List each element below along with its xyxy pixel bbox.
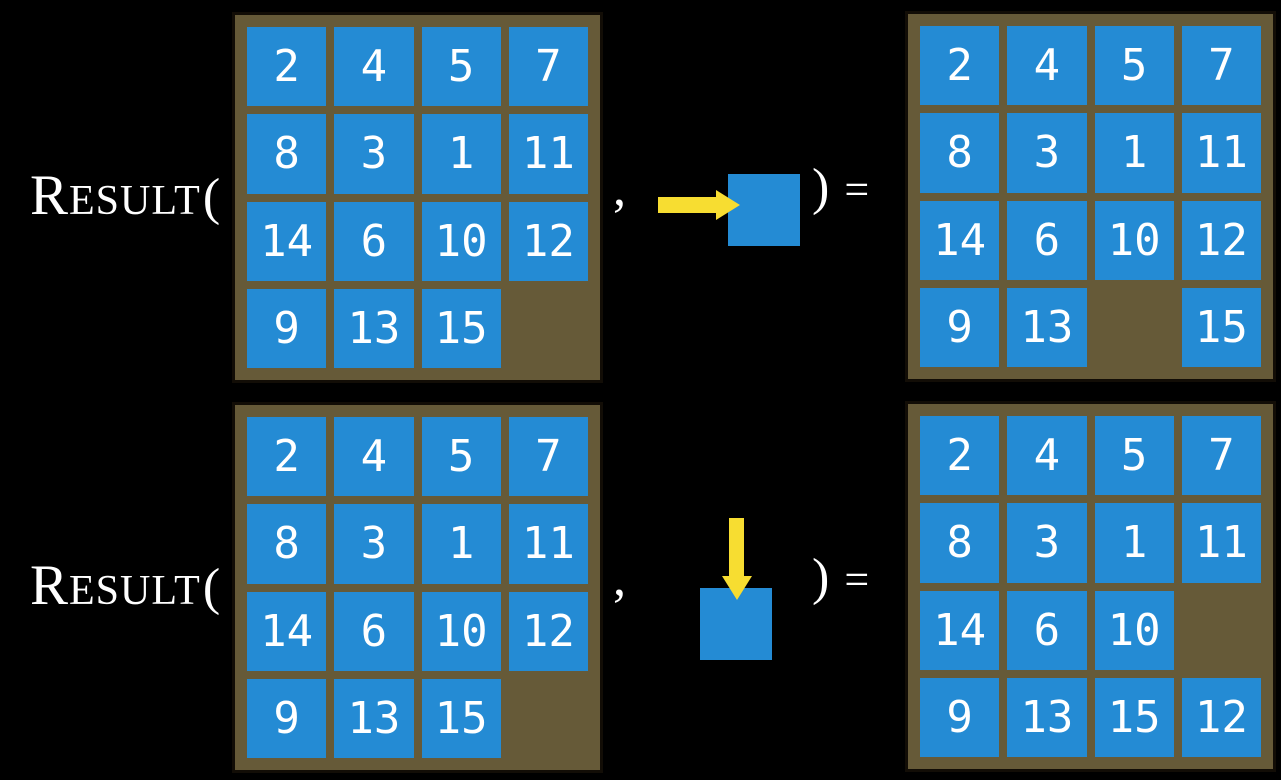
puzzle-tile-7: 7 — [508, 27, 588, 107]
puzzle-tile-13: 13 — [1007, 677, 1087, 757]
puzzle-tile-9: 9 — [247, 678, 327, 758]
puzzle-tile-4: 4 — [334, 27, 414, 107]
puzzle-tile-9: 9 — [920, 677, 1000, 757]
puzzle-tile-6: 6 — [334, 591, 414, 671]
puzzle-tile-2: 2 — [247, 27, 327, 107]
puzzle-tile-4: 4 — [1007, 416, 1087, 496]
puzzle-tile-3: 3 — [334, 504, 414, 584]
puzzle-tile-2: 2 — [247, 417, 327, 497]
puzzle-tile-10: 10 — [421, 201, 501, 281]
puzzle-tile-6: 6 — [334, 201, 414, 281]
down-arrow-head-icon — [722, 576, 752, 600]
puzzle-tile-7: 7 — [1181, 416, 1261, 496]
puzzle-tile-9: 9 — [920, 287, 1000, 367]
puzzle-tile-5: 5 — [1094, 416, 1174, 496]
puzzle-tile-11: 11 — [1181, 113, 1261, 193]
result-function-label: RESULT( — [30, 167, 220, 224]
puzzle-tile-11: 11 — [508, 114, 588, 194]
puzzle-tile-8: 8 — [247, 504, 327, 584]
empty-cell — [1182, 591, 1261, 670]
puzzle-tile-6: 6 — [1007, 200, 1087, 280]
puzzle-tile-7: 7 — [508, 417, 588, 497]
result-label-initial: R — [30, 554, 70, 617]
puzzle-tile-6: 6 — [1007, 590, 1087, 670]
puzzle-tile-15: 15 — [421, 288, 501, 368]
puzzle-tile-7: 7 — [1181, 26, 1261, 106]
puzzle-tile-1: 1 — [1094, 503, 1174, 583]
puzzle-tile-1: 1 — [1094, 113, 1174, 193]
puzzle-tile-8: 8 — [920, 113, 1000, 193]
comma-separator: , — [613, 550, 626, 607]
right-arrow-icon — [658, 197, 718, 213]
equals-sign: = — [844, 165, 870, 214]
puzzle-tile-13: 13 — [334, 678, 414, 758]
puzzle-tile-4: 4 — [334, 417, 414, 497]
close-paren-equals: ) = — [812, 162, 869, 214]
puzzle-tile-15: 15 — [1094, 677, 1174, 757]
puzzle-tile-14: 14 — [247, 201, 327, 281]
puzzle-tile-3: 3 — [1007, 503, 1087, 583]
puzzle-tile-10: 10 — [1094, 200, 1174, 280]
open-paren: ( — [202, 559, 221, 616]
puzzle-tile-5: 5 — [421, 27, 501, 107]
puzzle-tile-2: 2 — [920, 416, 1000, 496]
close-paren: ) — [812, 159, 830, 216]
close-paren-equals: ) = — [812, 552, 869, 604]
empty-cell — [509, 289, 588, 368]
puzzle-tile-11: 11 — [1181, 503, 1261, 583]
equals-sign: = — [844, 555, 870, 604]
puzzle-tile-3: 3 — [334, 114, 414, 194]
puzzle-tile-10: 10 — [421, 591, 501, 671]
empty-cell — [1095, 288, 1174, 367]
puzzle-tile-9: 9 — [247, 288, 327, 368]
puzzle-tile-14: 14 — [920, 200, 1000, 280]
puzzle-tile-10: 10 — [1094, 590, 1174, 670]
puzzle-tile-12: 12 — [1181, 677, 1261, 757]
puzzle-tile-4: 4 — [1007, 26, 1087, 106]
puzzle-tile-11: 11 — [508, 504, 588, 584]
puzzle-tile-5: 5 — [1094, 26, 1174, 106]
right-arrow-head-icon — [716, 190, 740, 220]
puzzle-tile-15: 15 — [1181, 287, 1261, 367]
puzzle-tile-1: 1 — [421, 504, 501, 584]
result-label-smallcaps: ESULT — [69, 568, 201, 614]
puzzle-tile-2: 2 — [920, 26, 1000, 106]
puzzle-tile-14: 14 — [247, 591, 327, 671]
puzzle-tile-12: 12 — [508, 201, 588, 281]
puzzle-tile-13: 13 — [334, 288, 414, 368]
puzzle-tile-15: 15 — [421, 678, 501, 758]
tile-square-icon — [728, 174, 800, 246]
empty-cell — [509, 679, 588, 758]
result-label-smallcaps: ESULT — [69, 178, 201, 224]
puzzle-tile-8: 8 — [920, 503, 1000, 583]
close-paren: ) — [812, 549, 830, 606]
puzzle-tile-8: 8 — [247, 114, 327, 194]
result-label-initial: R — [30, 164, 70, 227]
puzzle-tile-3: 3 — [1007, 113, 1087, 193]
puzzle-tile-14: 14 — [920, 590, 1000, 670]
result-function-label: RESULT( — [30, 557, 220, 614]
puzzle-tile-5: 5 — [421, 417, 501, 497]
puzzle-tile-1: 1 — [421, 114, 501, 194]
down-arrow-icon — [729, 518, 744, 578]
tile-square-icon — [700, 588, 772, 660]
puzzle-tile-12: 12 — [1181, 200, 1261, 280]
puzzle-tile-12: 12 — [508, 591, 588, 671]
open-paren: ( — [202, 169, 221, 226]
comma-separator: , — [613, 160, 626, 217]
puzzle-tile-13: 13 — [1007, 287, 1087, 367]
